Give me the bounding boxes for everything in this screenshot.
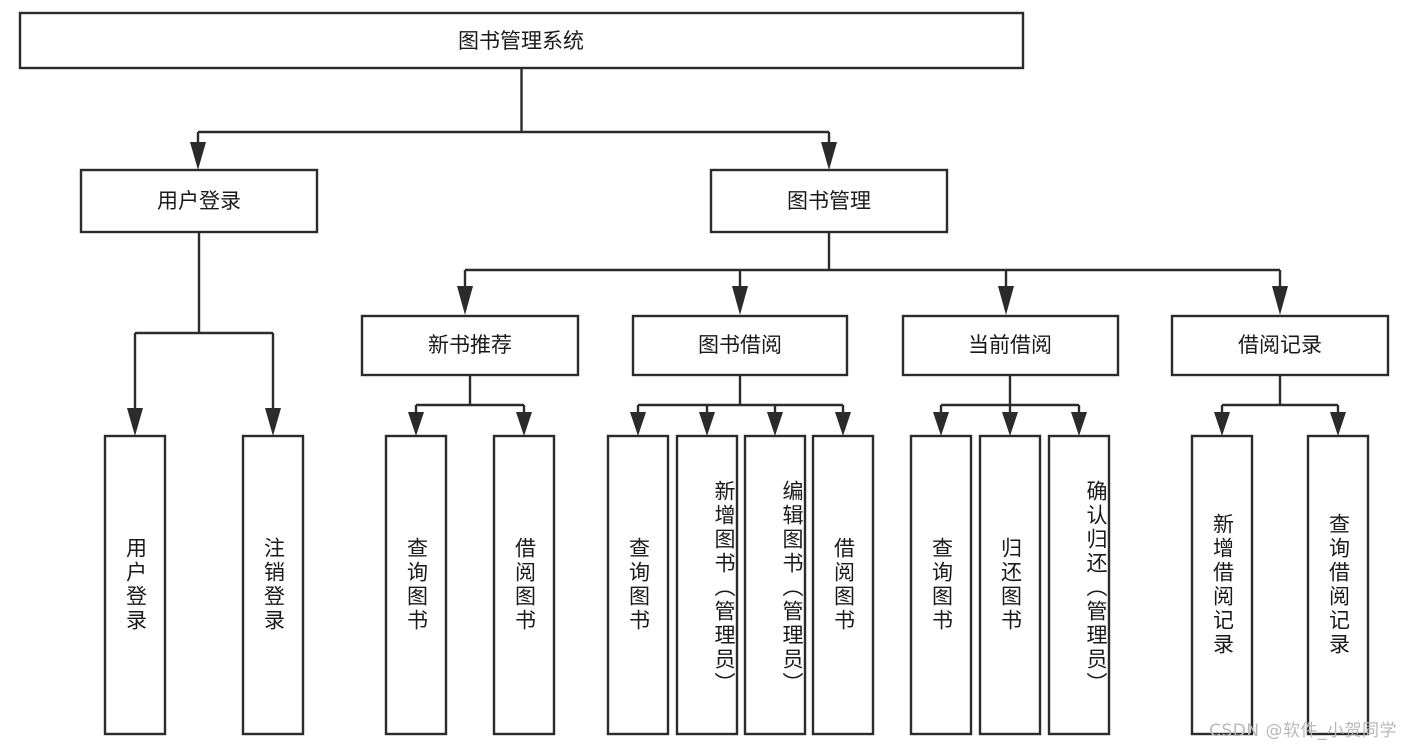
leaf-box-newbook-query[interactable] <box>384 434 448 736</box>
leaf-box-borrowrecord-query[interactable] <box>1306 434 1370 736</box>
leaf-box-borrowrecord-add[interactable] <box>1190 434 1254 736</box>
leaf-box-currentborrow-return[interactable] <box>978 434 1042 736</box>
node-new-book-recommend[interactable]: 新书推荐 <box>360 314 580 377</box>
leaf-box-bookborrow-edit[interactable] <box>743 434 807 736</box>
connector-newbook-to-leaves <box>408 375 532 436</box>
node-book-management-label: 图书管理 <box>787 189 871 213</box>
leaf-box-newbook-borrow[interactable] <box>492 434 556 736</box>
connector-root-to-level2 <box>190 68 837 170</box>
leaf-box-currentborrow-query[interactable] <box>909 434 973 736</box>
connector-userlogin-to-leaves <box>127 232 281 436</box>
node-book-borrow-label: 图书借阅 <box>698 333 782 357</box>
node-current-borrow-label: 当前借阅 <box>968 333 1052 357</box>
connector-currentborrow-to-leaves <box>933 375 1087 436</box>
node-book-borrow[interactable]: 图书借阅 <box>631 314 849 377</box>
node-borrow-record-label: 借阅记录 <box>1238 333 1322 357</box>
node-new-book-recommend-label: 新书推荐 <box>428 333 512 357</box>
connector-bookmgmt-to-level3 <box>457 232 1288 315</box>
node-user-login-label: 用户登录 <box>157 189 241 213</box>
node-user-login[interactable]: 用户登录 <box>79 168 319 234</box>
node-current-borrow[interactable]: 当前借阅 <box>901 314 1120 377</box>
leaf-box-user-login-logout[interactable] <box>241 434 305 736</box>
leaf-box-user-login-login[interactable] <box>103 434 167 736</box>
leaf-box-bookborrow-borrow[interactable] <box>811 434 875 736</box>
csdn-watermark: CSDN @软件_小贺同学 <box>1209 721 1397 741</box>
connector-bookborrow-to-leaves <box>630 375 851 436</box>
leaf-box-bookborrow-query[interactable] <box>606 434 670 736</box>
node-borrow-record[interactable]: 借阅记录 <box>1170 314 1390 377</box>
node-root[interactable]: 图书管理系统 <box>18 11 1025 70</box>
leaf-box-currentborrow-confirm[interactable] <box>1047 434 1111 736</box>
leaf-box-bookborrow-add[interactable] <box>675 434 739 736</box>
node-root-label: 图书管理系统 <box>458 29 584 53</box>
node-book-management[interactable]: 图书管理 <box>709 168 949 234</box>
connector-borrowrecord-to-leaves <box>1214 375 1346 436</box>
